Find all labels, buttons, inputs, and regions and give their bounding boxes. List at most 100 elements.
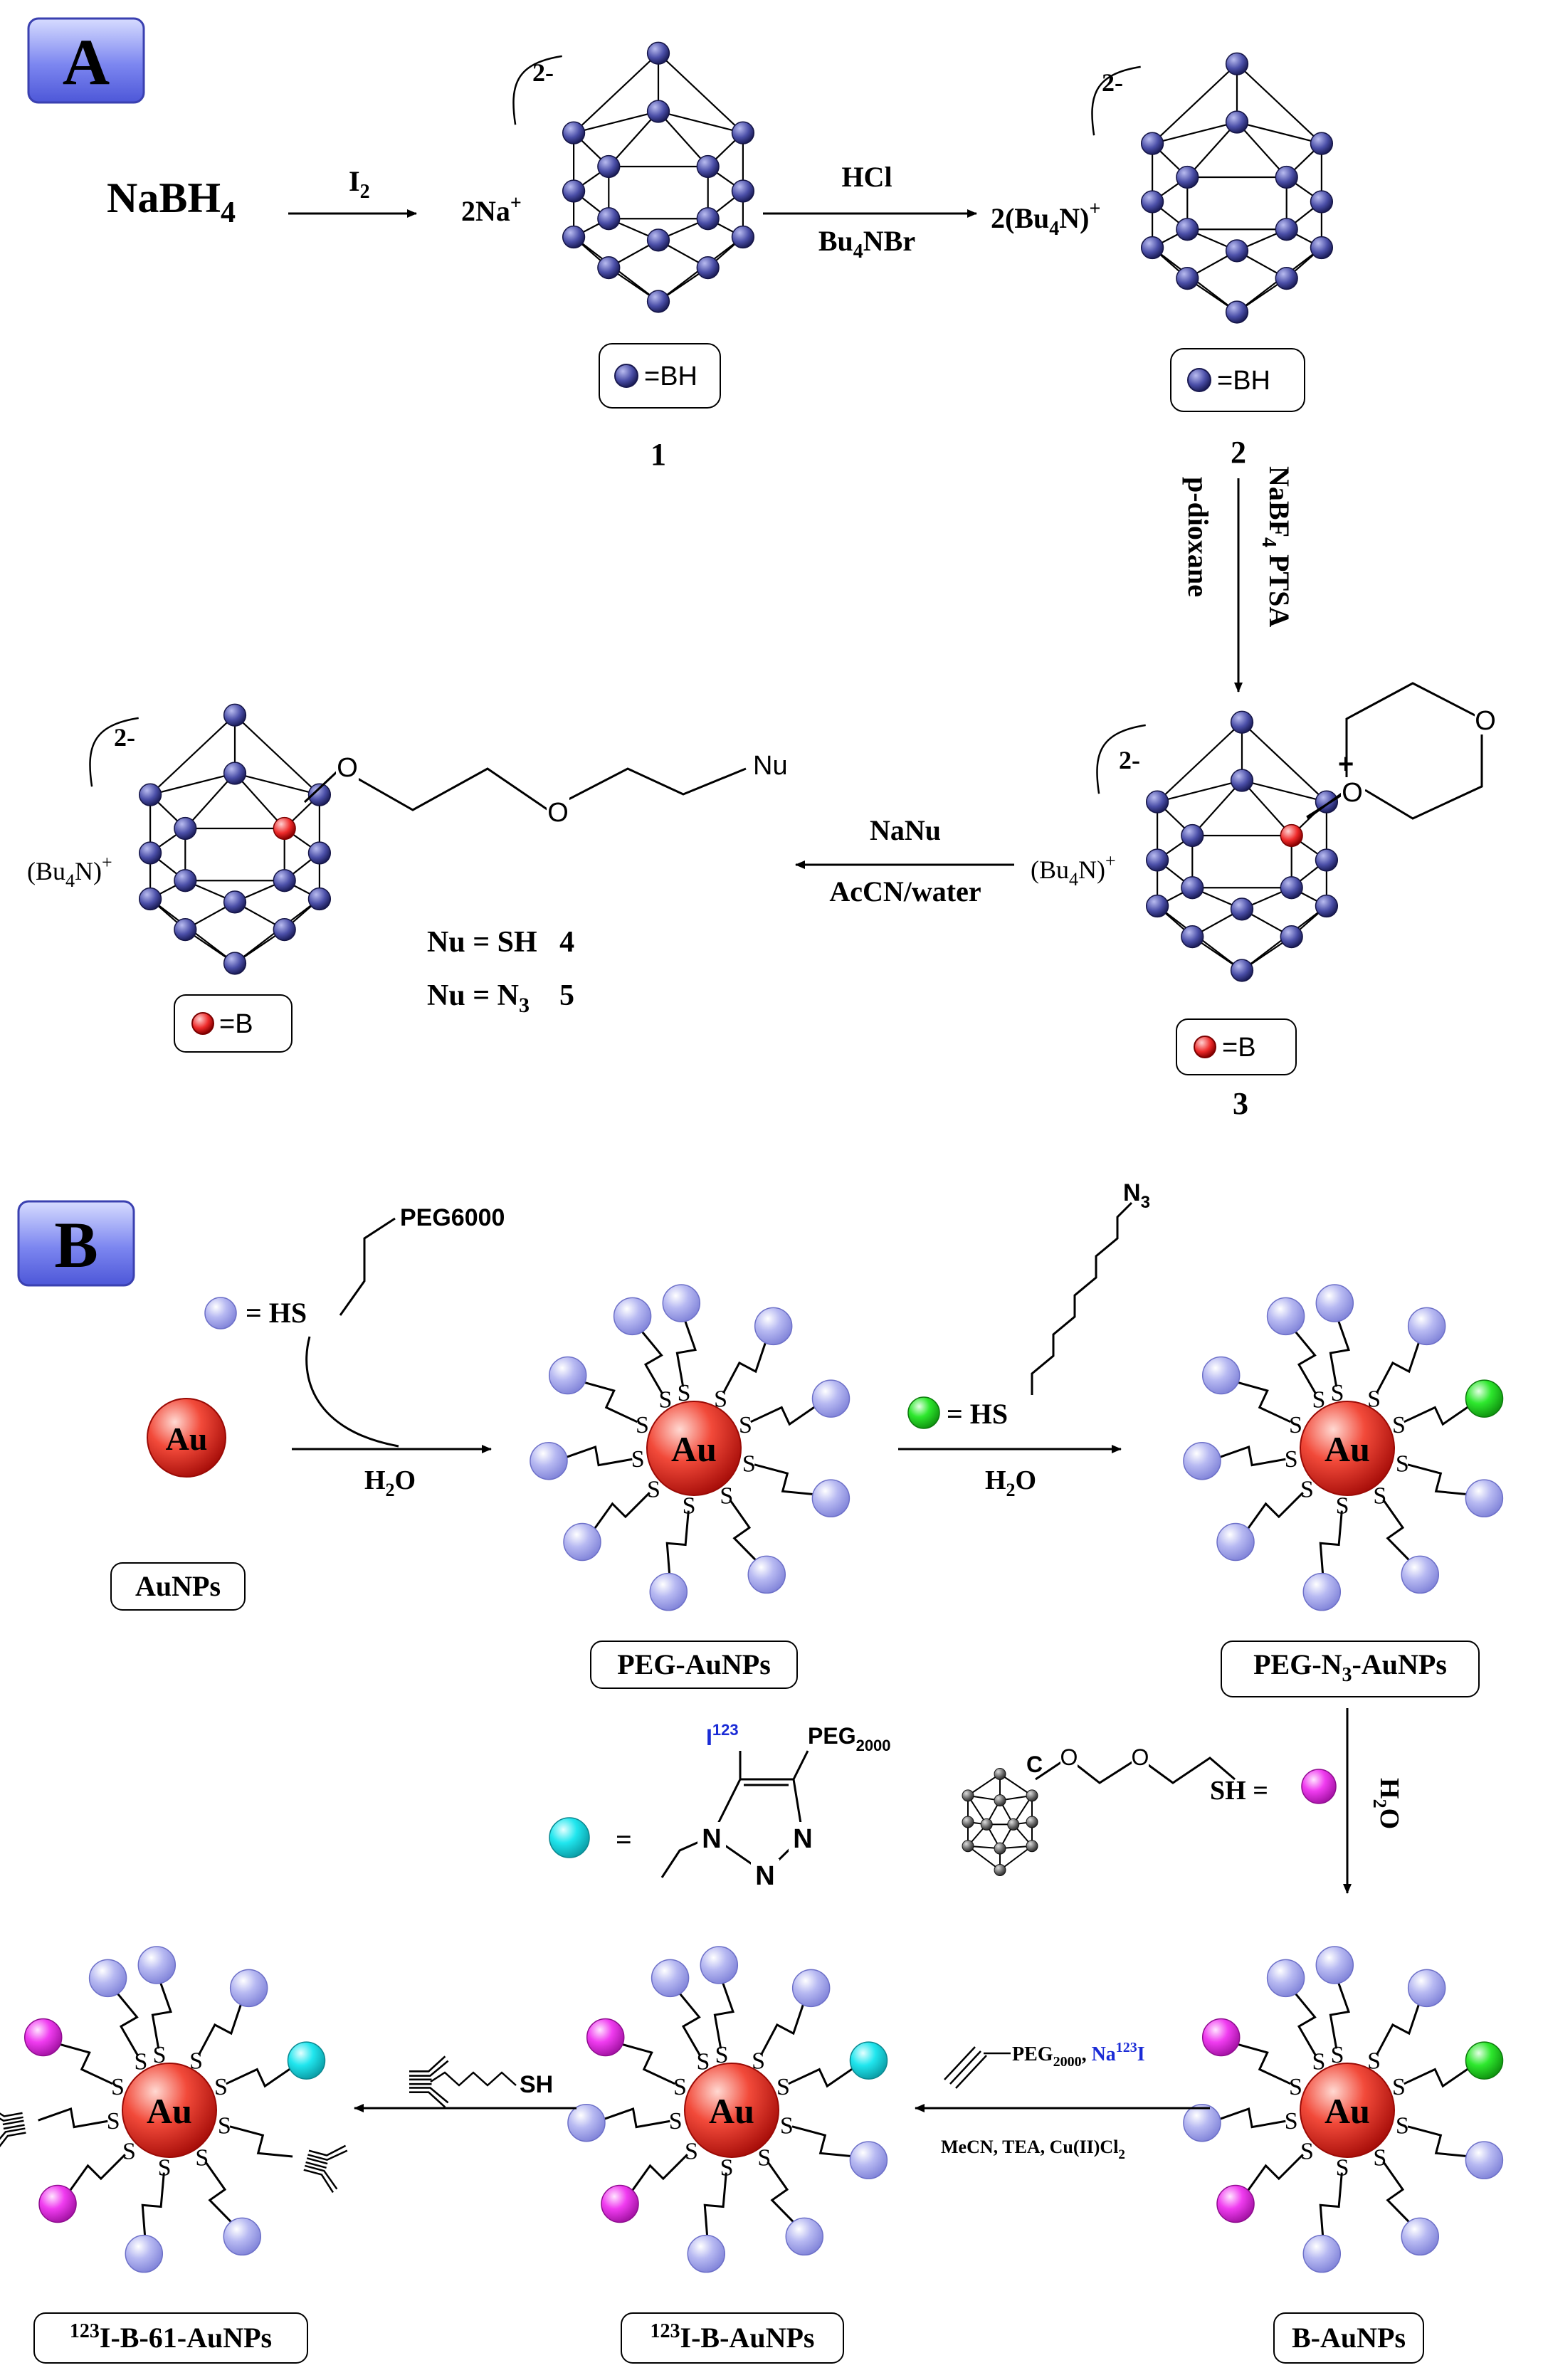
ligand-chain	[1244, 1492, 1304, 1533]
step2-reagent-top: HCl	[841, 161, 892, 193]
carborane-vertex	[1026, 1816, 1038, 1828]
step3-reagent-b: p-dioxane	[1182, 477, 1214, 597]
bh-vertex	[646, 290, 670, 313]
ligand-bead-lav	[811, 1479, 851, 1517]
carborane-bond	[999, 1845, 1033, 1871]
bh-vertex	[174, 917, 197, 942]
ligand-bead-lav	[548, 1356, 587, 1395]
bh-vertex	[174, 869, 197, 892]
panel-a-badge-label: A	[63, 26, 110, 98]
bare-gold-nanoparticle	[147, 1398, 226, 1478]
h2o-step2: H2O	[985, 1465, 1036, 1500]
carborane-vertex	[962, 1816, 974, 1828]
bh-vertex	[731, 225, 755, 249]
ligand-chain	[628, 2154, 688, 2195]
sulfur-atom: S	[1331, 2042, 1344, 2068]
bh-vertex	[273, 869, 296, 892]
sulfur-atom: S	[685, 2139, 698, 2165]
peg-aunps-label: PEG-AuNPs	[617, 1648, 771, 1680]
sulfur-atom: S	[780, 2113, 794, 2139]
ligand-bead-lav	[88, 1959, 127, 1998]
ligand-chain	[151, 1979, 172, 2049]
azide-hs-eq: = HS	[947, 1398, 1008, 1430]
sulfur-atom: S	[158, 2155, 172, 2181]
bh-vertex	[646, 100, 670, 123]
ligand-chain	[1404, 1404, 1473, 1426]
sulfur-atom: S	[1373, 1483, 1386, 1510]
cluster-bond	[1157, 721, 1243, 803]
ligand-chain	[1244, 2154, 1304, 2195]
ligand-bead-lav	[563, 1522, 601, 1562]
bh-vertex	[1145, 848, 1169, 872]
alkyne-reagent-label: PEG2000, Na123I	[1012, 2040, 1145, 2070]
carborane-vertex	[994, 1794, 1006, 1807]
step2-reagent-bottom: Bu4NBr	[818, 225, 915, 263]
antibody-sh-label: SH	[520, 2071, 553, 2098]
sulfur-atom: S	[214, 2074, 228, 2100]
sulfur-atom: S	[1285, 2108, 1298, 2134]
gold-core-label: Au	[1325, 1429, 1370, 1469]
triazole-legend-bead	[549, 1817, 590, 1858]
nu-label: Nu	[753, 751, 788, 781]
charge-bracket	[89, 717, 139, 787]
bh-vertex	[307, 887, 332, 911]
sulfur-atom: S	[1289, 2074, 1302, 2100]
cluster-bond	[1236, 121, 1322, 144]
bh-vertex	[696, 207, 720, 231]
gold-core	[1300, 2063, 1395, 2158]
sulfur-atom: S	[678, 1380, 691, 1406]
ligand-chain	[676, 1989, 702, 2057]
boron-vertex	[1280, 823, 1303, 848]
compound-1-label: 1	[651, 437, 666, 472]
ligand-bead-lav	[811, 1379, 851, 1418]
gold-core	[646, 1401, 742, 1496]
bh-vertex	[1176, 266, 1199, 290]
gold-core-label: Au	[1325, 2091, 1370, 2131]
cluster-bond	[149, 714, 236, 796]
ligand-bead-cyan	[849, 2041, 888, 2080]
cluster-bond	[234, 772, 285, 829]
antibody-linker	[430, 2071, 517, 2087]
compound-2-label: 2	[1231, 435, 1246, 470]
h2o-step1: H2O	[364, 1465, 416, 1500]
dioxane-o-top: O	[1475, 706, 1496, 736]
nu-n3-label: Nu = N3 5	[427, 979, 574, 1017]
ligand-bead-cyan	[287, 2041, 326, 2080]
ligand-chain	[1216, 2107, 1286, 2129]
closo-cluster-4	[89, 703, 332, 975]
charge-4: 2-	[114, 723, 135, 752]
ligand-chain	[1233, 1380, 1291, 1423]
linker-o-2: O	[547, 798, 569, 828]
sulfur-atom: S	[720, 1483, 733, 1510]
ligand-chain	[1329, 1317, 1350, 1387]
sulfur-atom: S	[1289, 1412, 1302, 1438]
antibody-icon	[303, 2144, 348, 2194]
carborane-vertex	[994, 1842, 1006, 1855]
ligand-bead-lav	[849, 2141, 888, 2179]
ligand-bead-lav	[1407, 1969, 1446, 2008]
sulfur-atom: S	[697, 2049, 710, 2075]
bh-vertex	[597, 256, 621, 280]
bh-vertex	[1310, 236, 1334, 260]
gold-core-label: Au	[147, 2091, 192, 2131]
triazole-n3: N	[793, 1824, 812, 1854]
bh-vertex	[1275, 218, 1298, 241]
sulfur-atom: S	[1300, 2139, 1314, 2165]
bare-au-label: Au	[166, 1421, 208, 1457]
bh-vertex	[1145, 790, 1169, 813]
sulfur-atom: S	[776, 2074, 790, 2100]
bh-vertex	[138, 783, 162, 806]
i-b-61-aunps-label: 123I-B-61-AuNPs	[70, 2320, 272, 2354]
ligand-bead-lav	[229, 1969, 268, 2008]
ligand-bead-mag	[38, 2184, 77, 2223]
triazole-n1: N	[702, 1824, 721, 1854]
sulfur-atom: S	[1392, 1412, 1406, 1438]
triazole-ring	[660, 1750, 809, 1878]
legend-bh-1: =BH	[599, 343, 721, 409]
sulfur-atom: S	[107, 2108, 120, 2134]
